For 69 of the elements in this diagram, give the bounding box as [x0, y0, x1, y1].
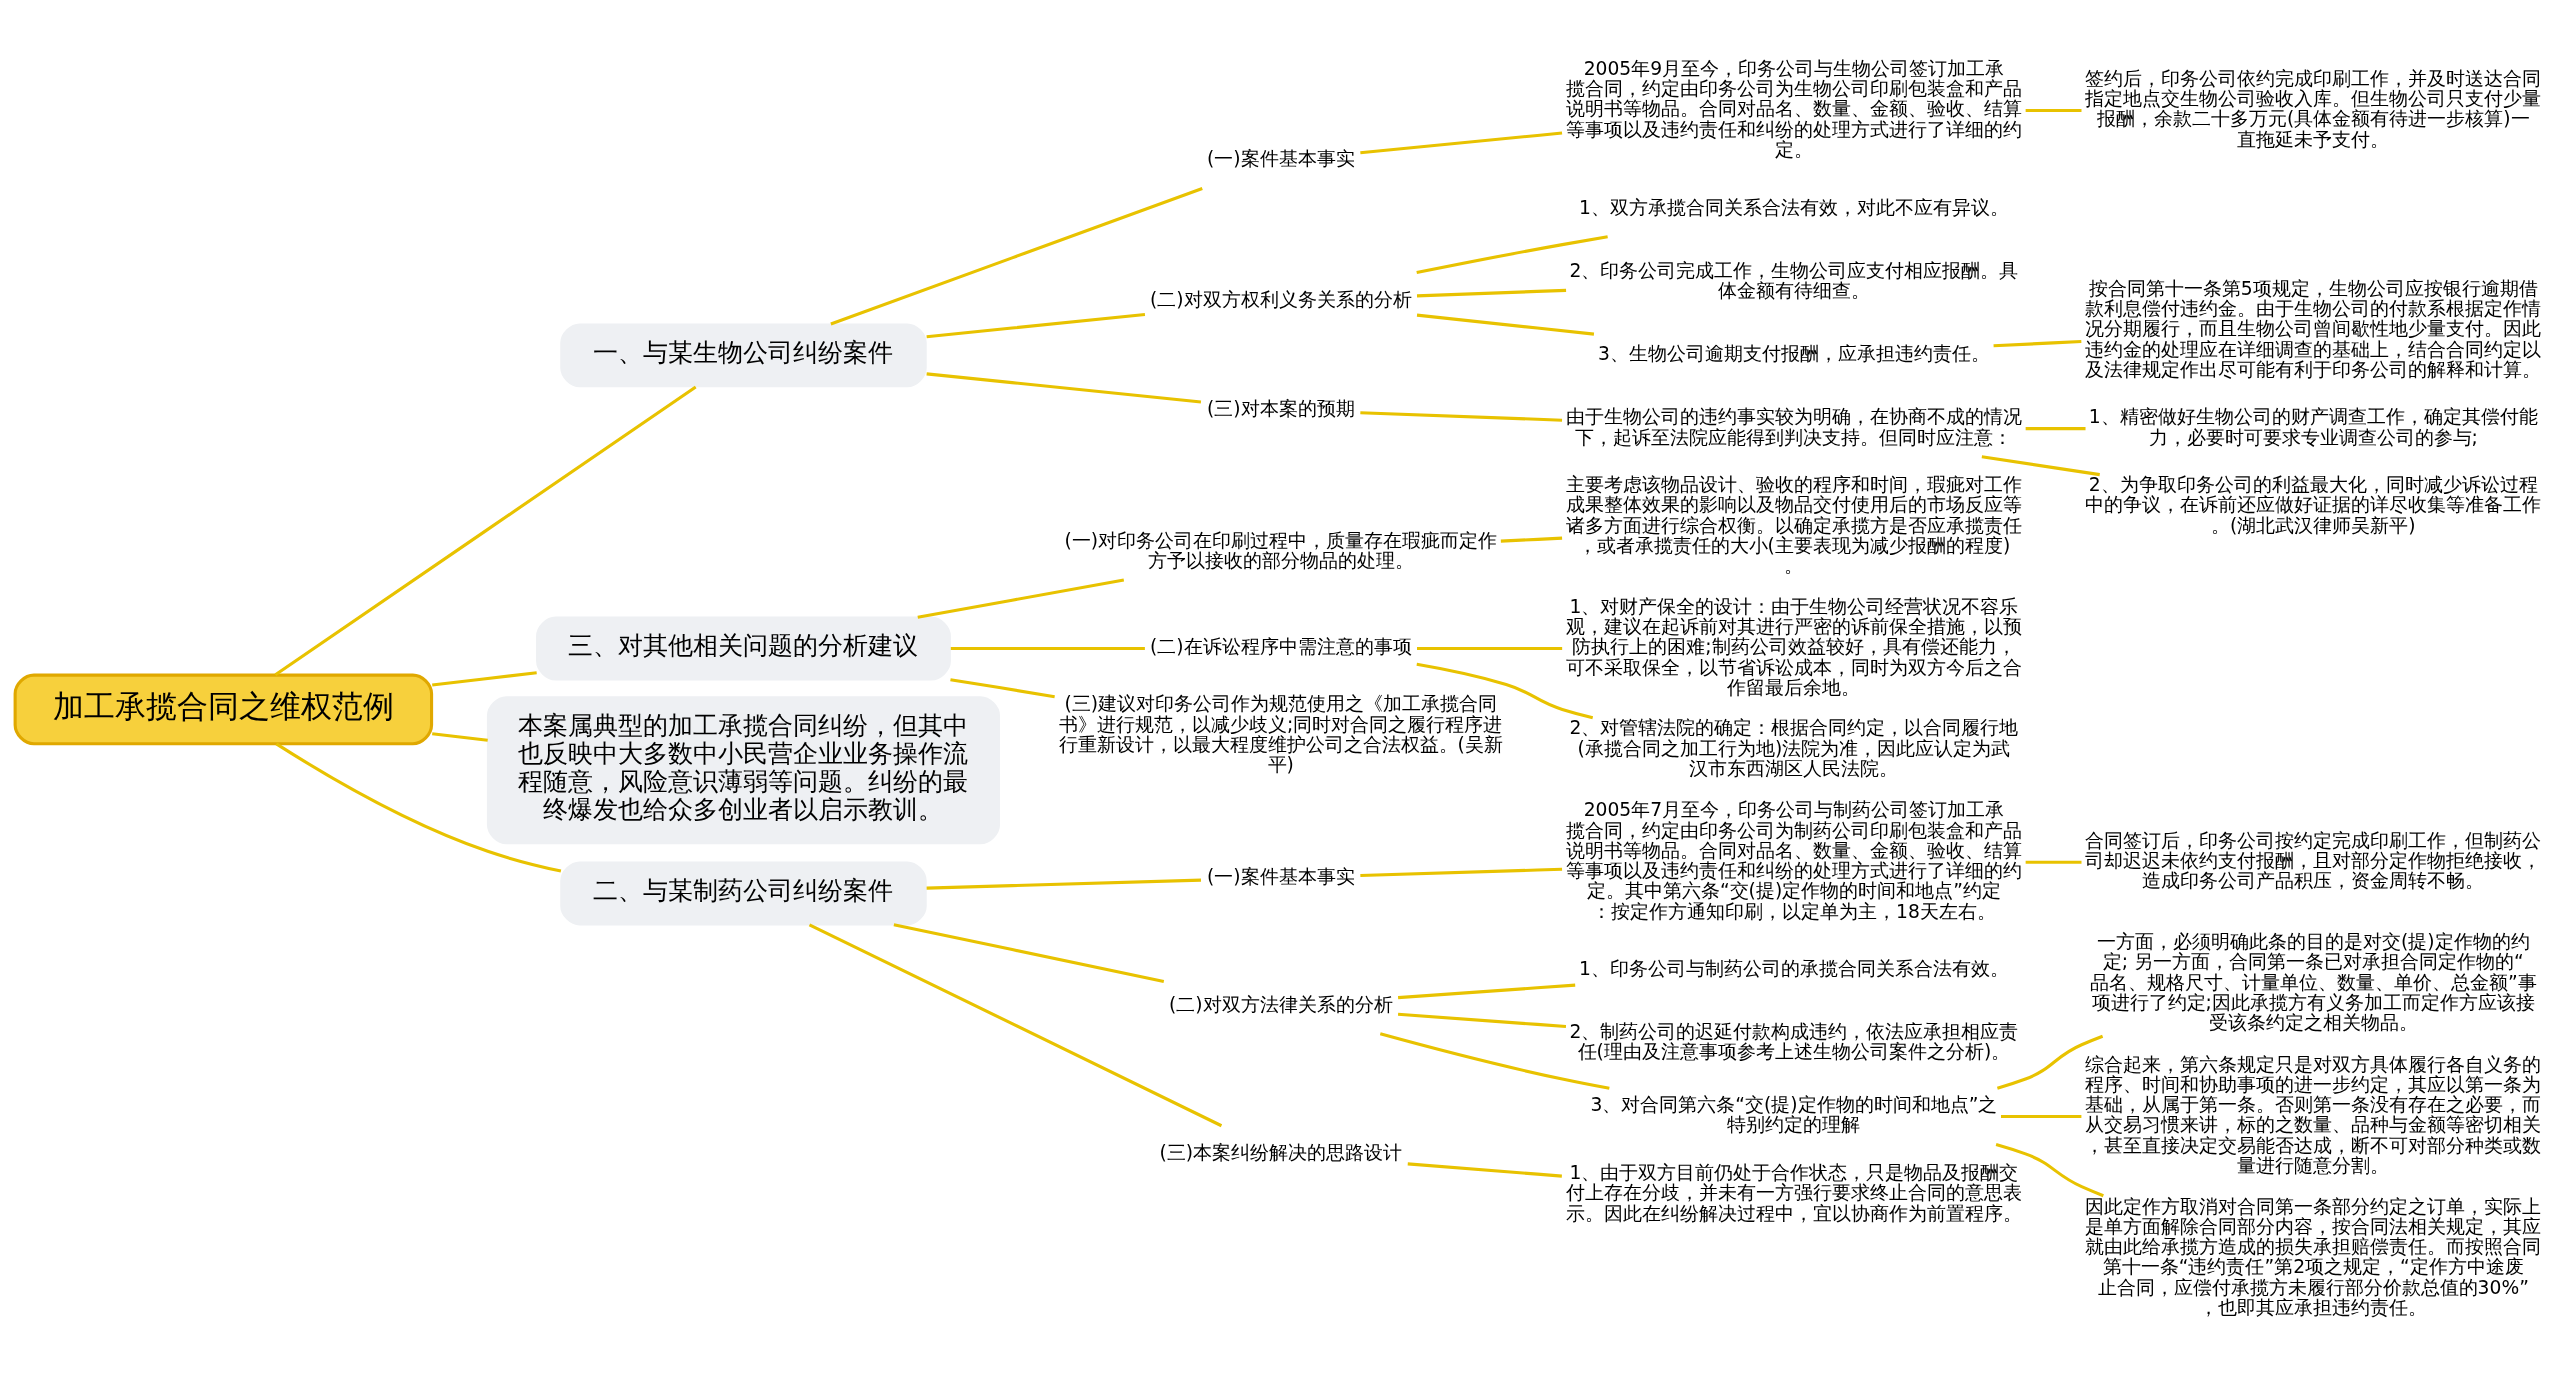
connector: [1500, 536, 1563, 543]
node-box: 二、与某制药公司纠纷案件: [560, 861, 927, 926]
connector: [1416, 235, 1608, 275]
node-text: 1、精密做好生物公司的财产调查工作，确定其偿付能力，必要时可要求专业调查公司的参与;: [2088, 406, 2538, 448]
connector: [1379, 1032, 1610, 1090]
node-text: 一方面，必须明确此条的目的是对交(提)定作物的约定; 另一方面，合同第一条已对承担合同定作物的“品名、规格尺寸、计量单位、数量、单价、总金额”事项进行了约定;因此承揽方有义务加工而定作方应该接受该条约定之相关物品。: [2089, 931, 2537, 1034]
node-text: 1、对财产保全的设计：由于生物公司经营状况不容乐观，建议在起诉前对其进行严密的诉前保全措施，以预防执行上的困难;制药公司效益较好，具有偿还能力，可不采取保全，以节省诉讼成本，同时为双方今后之合作留最后余地。: [1565, 595, 2022, 698]
connector: [830, 187, 1203, 326]
connector: [1360, 411, 1563, 422]
node-text: 2、印务公司完成工作，生物公司应支付相应报酬。具体金额有待细查。: [1569, 259, 2019, 302]
node-text: 1、印务公司与制药公司的承揽合同关系合法有效。: [1578, 957, 2009, 979]
connector: [432, 732, 488, 742]
node-text: 3、对合同第六条“交(提)定作物的时间和地点”之特别约定的理解: [1590, 1094, 1998, 1136]
connector: [2025, 427, 2086, 431]
node-text: (一)案件基本事实: [1206, 148, 1355, 170]
node-text: 3、生物公司逾期支付报酬，应承担违约责任。: [1597, 343, 1990, 365]
node-text: (三)本案纠纷解决的思路设计: [1159, 1141, 1403, 1163]
node-box: 三、对其他相关问题的分析建议: [536, 616, 951, 681]
connector: [950, 678, 1055, 699]
connector: [1397, 1012, 1567, 1029]
connector: [1996, 1034, 2104, 1090]
connector: [1417, 647, 1563, 651]
connector: [1416, 662, 1594, 720]
node-text: (一)案件基本事实: [1206, 865, 1355, 887]
connector: [917, 578, 1125, 619]
node-text: 因此定作方取消对合同第一条部分约定之订单，实际上是单方面解除合同部分内容，按合同法相关规定，其应就由此给承揽方造成的损失承担赔偿责任。而按照合同第十一条“违约责任”第2项之规定，“定作方中途废止合同，应偿付承揽方未履行部分价款总值的30%”，也即其应承担违约责任。: [2085, 1195, 2542, 1318]
connector: [1993, 339, 2082, 348]
connector: [926, 312, 1146, 339]
connector: [2000, 1114, 2082, 1118]
node-box: 一、与某生物公司纠纷案件: [560, 323, 927, 388]
connector: [926, 372, 1202, 404]
node-text: 1、双方承揽合同关系合法有效，对此不应有异议。: [1578, 196, 2009, 218]
connector: [1407, 1162, 1562, 1178]
node-text: 2005年7月至今，印务公司与制药公司签订加工承揽合同，约定由印务公司为制药公司印刷包装盒和产品说明书等物品。合同对品名、数量、金额、验收、结算等事项以及违约责任和纠纷的处理方式进行了详细的约定。其中第六条“交(提)定作物的时间和地点”约定：按定作方通知印刷，以定单为主，18天左右。: [1565, 799, 2022, 922]
node-text: 由于生物公司的违约事实较为明确，在协商不成的情况下，起诉至法院应能得到判决支持。但同时应注意：: [1565, 406, 2022, 448]
connector: [1397, 983, 1576, 1000]
connector: [808, 923, 1223, 1128]
node-text: 签约后，印务公司依约完成印刷工作，并及时送达合同指定地点交生物公司验收入库。但生物公司只支付少量报酬，余款二十多万元(具体金额有待进一步核算)一直拖延未予支付。: [2085, 67, 2542, 150]
connector: [926, 878, 1201, 890]
connector: [1416, 288, 1567, 298]
node-text: 2、制药公司的迟延付款构成违约，依法应承担相应责任(理由及注意事项参考上述生物公司案件之分析)。: [1569, 1020, 2019, 1063]
connector: [275, 742, 562, 873]
node-text: 2、对管辖法院的确定：根据合同约定，以合同履行地(承揽合同之加工行为地)法院为准，因此应认定为武汉市东西湖区人民法院。: [1569, 717, 2019, 780]
node-text: 按合同第十一条第5项规定，生物公司应按银行逾期借款利息偿付违约金。由于生物公司的付款系根据定作情况分期履行，而且生物公司曾间歇性地少量支付。因此违约金的处理应在详细调查的基础上，结合合同约定以及法律规定作出尽可能有利于印务公司的解释和计算。: [2085, 277, 2542, 380]
node-text: (二)对双方法律关系的分析: [1168, 993, 1393, 1015]
connector: [1360, 131, 1563, 155]
node-text: (三)建议对印务公司作为规范使用之《加工承揽合同书》进行规范，以减少歧义;同时对合同之履行程序进行重新设计，以最大程度维护公司之合法权益。(吴新平): [1058, 693, 1503, 776]
connector: [432, 671, 537, 687]
connector: [1416, 313, 1595, 336]
node-text: (一)对印务公司在印刷过程中，质量存在瑕疵而定作方予以接收的部分物品的处理。: [1064, 529, 1498, 571]
connector: [1360, 867, 1563, 877]
node-text: (二)对双方权利义务关系的分析: [1149, 288, 1412, 310]
connector: [893, 923, 1165, 983]
connector: [274, 385, 697, 677]
node-text: 2、为争取印务公司的利益最大化，同时减少诉讼过程中的争议，在诉前还应做好证据的详尽收集等准备工作。(湖北武汉律师吴新平): [2085, 474, 2542, 536]
connector: [1981, 455, 2100, 477]
node-text: (二)在诉讼程序中需注意的事项: [1149, 636, 1412, 658]
node-text: 1、由于双方目前仍处于合作状态，只是物品及报酬交付上存在分歧，并未有一方强行要求终止合同的意思表示。因此在纠纷解决过程中，宜以协商作为前置程序。: [1565, 1161, 2022, 1224]
node-box: 加工承揽合同之维权范例: [13, 673, 434, 746]
connector: [1995, 1143, 2104, 1198]
node-text: 2005年9月至今，印务公司与生物公司签订加工承揽合同，约定由印务公司为生物公司印刷包装盒和产品说明书等物品。合同对品名、数量、金额、验收、结算等事项以及违约责任和纠纷的处理方式进行了详细的约定。: [1565, 57, 2022, 160]
node-text: 合同签订后，印务公司按约定完成印刷工作，但制药公司却迟迟未依约支付报酬，且对部分定作物拒绝接收，造成印务公司产品积压，资金周转不畅。: [2085, 829, 2542, 892]
node-text: 主要考虑该物品设计、验收的程序和时间，瑕疵对工作成果整体效果的影响以及物品交付使用后的市场反应等诸多方面进行综合权衡。以确定承揽方是否应承揽责任，或者承揽责任的大小(主要表现为减少报酬的程度)。: [1565, 474, 2022, 577]
connector: [2025, 108, 2082, 113]
node-box: 本案属典型的加工承揽合同纠纷，但其中也反映中大多数中小民营企业业务操作流程随意，风险意识薄弱等问题。纠纷的最终爆发也给众多创业者以启示教训。: [486, 696, 1001, 845]
connector: [950, 647, 1145, 651]
node-text: 综合起来，第六条规定只是对双方具体履行各自义务的程序、时间和协助事项的进一步约定，其应以第一条为基础，从属于第一条。否则第一条没有存在之必要，而从交易习惯来讲，标的之数量、品种与金额等密切相关，甚至直接决定交易能否达成，断不可对部分种类或数量进行随意分割。: [2085, 1053, 2542, 1176]
node-text: (三)对本案的预期: [1206, 397, 1355, 419]
connector: [2025, 860, 2082, 864]
